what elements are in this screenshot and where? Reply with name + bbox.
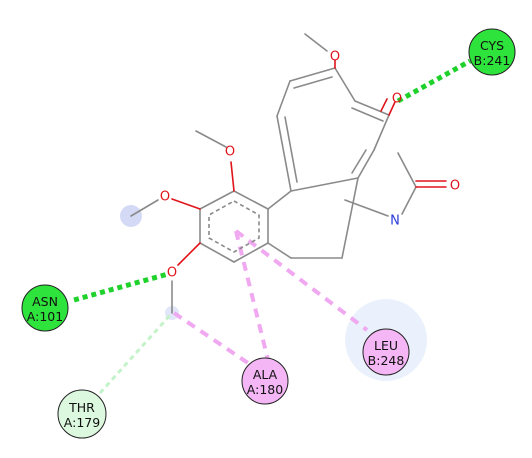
residue-id: A:180: [247, 382, 283, 397]
hbond-asn: [73, 271, 169, 303]
bond-c-methyl: [397, 152, 417, 188]
carbon-hbond-thr: [98, 311, 174, 395]
bond-benzene-o3: [177, 242, 201, 266]
bond-benzene-o2: [171, 198, 201, 210]
bond-c-n: [344, 199, 389, 217]
residue-name: CYS: [480, 38, 504, 53]
bond-o2-methyl: [130, 199, 159, 217]
residue-name: THR: [68, 400, 95, 415]
residue-id: A:101: [27, 309, 63, 324]
bond-benzene-o1: [230, 161, 235, 192]
residue-name: LEU: [374, 338, 398, 353]
residue-id: A:179: [64, 415, 100, 430]
bond-ketone-1: [388, 101, 396, 116]
residue-cys: CYS B:241: [468, 28, 516, 76]
benzene-ring: [199, 190, 269, 263]
pi-alkyl-ala-methyl: [172, 311, 250, 365]
bond-n-c: [401, 186, 417, 215]
pi-alkyl-leu: [234, 229, 369, 332]
residue-thr: THR A:179: [57, 389, 107, 439]
residue-asn: ASN A:101: [21, 284, 69, 332]
residue-id: B:241: [474, 53, 511, 68]
central-ring: [267, 177, 359, 259]
residue-circle: [241, 357, 289, 405]
residue-circle: [468, 28, 516, 76]
hbond-cys: [396, 58, 472, 104]
nitrogen-amide: N: [390, 214, 400, 229]
oxygen-ring-1: O: [225, 145, 235, 160]
tropolone-ring: [276, 67, 390, 192]
residue-circle: [57, 389, 107, 439]
residue-name: ASN: [32, 294, 58, 309]
residue-name: ALA: [253, 367, 278, 382]
bond-methyl-top: [304, 33, 328, 52]
residue-circle: [362, 328, 410, 376]
oxygen-ring-3: O: [167, 266, 177, 281]
residue-ala: ALA A:180: [241, 357, 289, 405]
residue-id: B:248: [368, 353, 405, 368]
bond-ketone-2: [380, 98, 388, 112]
oxygen-top: O: [330, 50, 340, 65]
pi-alkyl-ala-ring: [234, 230, 270, 361]
oxygen-ring-2: O: [160, 190, 170, 205]
oxygen-ketone: O: [392, 92, 402, 107]
residue-leu: LEU B:248: [362, 328, 410, 376]
oxygen-amide: O: [450, 179, 460, 194]
bond-o1-methyl: [195, 130, 227, 148]
residue-circle: [21, 284, 69, 332]
